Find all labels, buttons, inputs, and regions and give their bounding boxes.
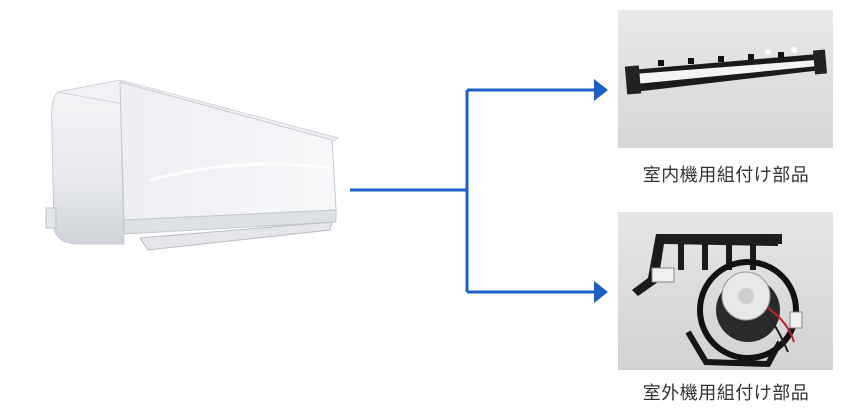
outdoor-part-image — [632, 234, 803, 368]
arrowhead-bottom-icon — [594, 281, 608, 303]
air-conditioner-image — [45, 79, 340, 251]
indoor-parts-label: 室内機用組付け部品 — [642, 165, 810, 186]
outdoor-parts-label: 室外機用組付け部品 — [642, 383, 810, 404]
indoor-part-image — [624, 47, 828, 95]
arrowhead-top-icon — [594, 79, 608, 101]
outdoor-part-photo — [618, 212, 833, 370]
indoor-part-photo — [618, 10, 833, 148]
